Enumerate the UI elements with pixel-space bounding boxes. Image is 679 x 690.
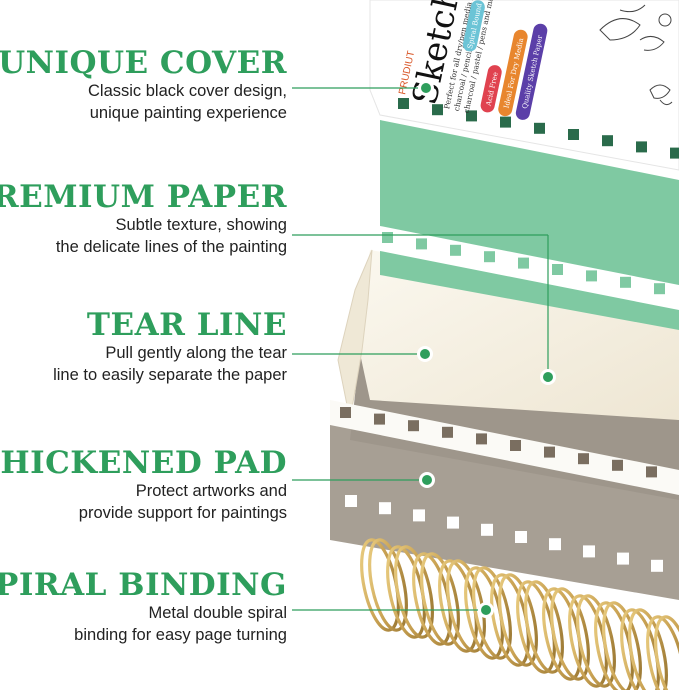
punch-hole [612,459,623,471]
feature-desc-line: Subtle texture, showing [115,216,287,234]
punch-hole [481,523,493,536]
punch-hole [518,257,529,269]
punch-hole [651,559,663,572]
feature-thickened-pad: THICKENED PAD Protect artworks and provi… [0,446,287,524]
spiral-loop [498,573,538,667]
feature-desc-line: unique painting experience [89,104,287,122]
punch-hole [442,426,453,438]
punch-hole [447,516,459,529]
punch-hole [450,244,461,256]
punch-hole [398,98,409,109]
punch-hole [476,433,487,445]
spiral-loop [472,566,512,660]
feature-desc-line: Pull gently along the tear [105,344,287,362]
punch-hole [374,413,385,425]
tear-strip-holes [340,407,657,478]
kraft-pad-holes [345,495,663,572]
feature-desc-line: binding for easy page turning [74,626,287,644]
feature-title: SPIRAL BINDING [0,567,287,603]
spiral-loop [524,580,564,674]
feature-premium-paper: PREMIUM PAPER Subtle texture, showing th… [0,180,287,258]
spiral-loop [446,559,486,653]
punch-hole [602,135,613,147]
feature-title: UNIQUE COVER [0,45,287,81]
feature-desc-line: Protect artworks and [135,482,287,500]
spiral-loop [368,538,408,632]
spiral-loop [394,545,434,639]
spiral-loop [420,552,460,646]
feature-desc-line: line to easily separate the paper [53,366,287,384]
punch-hole [583,545,595,558]
punch-hole [534,122,545,134]
punch-hole [578,453,589,465]
punch-hole [552,264,563,275]
spiral-loop [602,601,642,690]
punch-hole [408,420,419,432]
punch-hole [670,147,679,159]
punch-hole [500,116,511,128]
torn-edge [337,249,373,421]
feature-desc-line: Classic black cover design, [88,82,287,100]
feature-desc-line: provide support for paintings [78,504,287,522]
spiral-loop [550,587,590,681]
punch-hole [484,251,495,263]
mint-sheet-holes [382,232,665,295]
punch-hole [382,232,393,243]
punch-hole [515,531,527,543]
spiral-binding [360,538,679,690]
spiral-loop [576,594,616,688]
spiral-loop [654,615,679,690]
feature-title: THICKENED PAD [0,445,287,481]
punch-hole [432,104,443,116]
spiral-loop [646,615,679,690]
punch-hole [549,538,561,551]
punch-hole [466,110,477,122]
cover-flower-drawing [599,4,673,106]
punch-hole [510,440,521,451]
punch-hole [654,283,665,295]
punch-hole [345,495,357,507]
feature-desc-line: Metal double spiral [148,604,288,622]
punch-hole [340,407,351,418]
leader-lines [292,87,549,611]
punch-hole [636,141,647,153]
cover-holes [398,98,679,159]
punch-hole [617,552,629,565]
punch-hole [586,270,597,282]
feature-title: PREMIUM PAPER [0,179,287,215]
punch-hole [620,276,631,288]
punch-hole [646,466,657,478]
punch-hole [416,238,427,250]
marker-dots [417,80,556,618]
feature-tear-line: TEAR LINE Pull gently along the tear lin… [53,308,287,386]
punch-hole [568,129,579,140]
punch-hole [413,509,425,522]
feature-title: TEAR LINE [86,307,287,343]
feature-desc-line: the delicate lines of the painting [55,238,287,256]
spiral-loop [628,608,668,690]
feature-unique-cover: UNIQUE COVER Classic black cover design,… [0,46,287,124]
feature-spiral-binding: SPIRAL BINDING Metal double spiral bindi… [0,568,287,646]
punch-hole [544,446,555,458]
punch-hole [379,502,391,515]
